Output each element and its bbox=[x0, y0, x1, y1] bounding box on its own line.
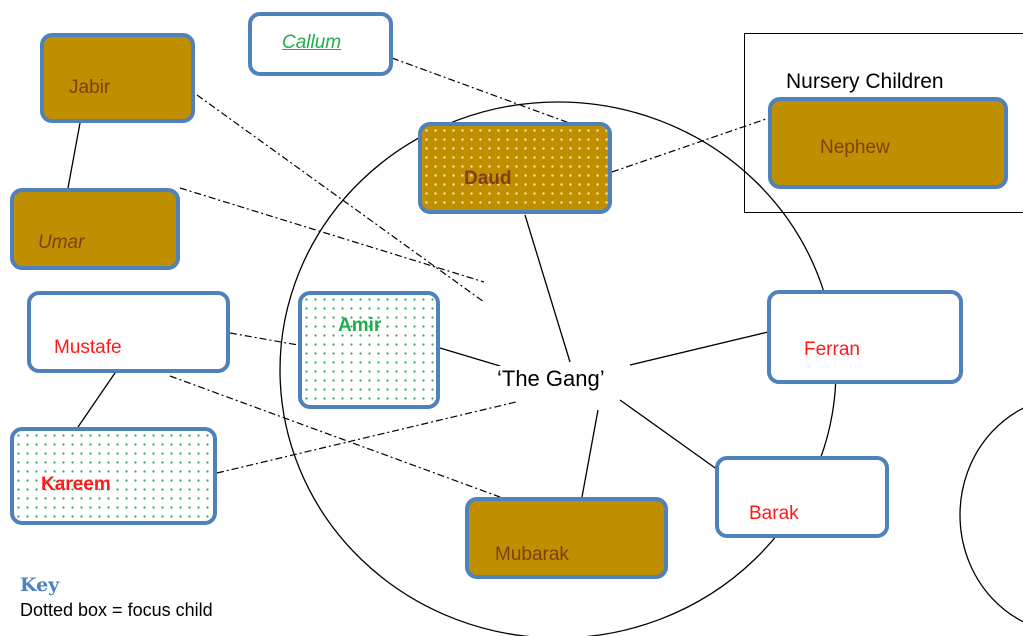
line-barak-gang bbox=[619, 399, 719, 471]
key-text: Dotted box = focus child bbox=[20, 600, 213, 620]
line-jabir-gang bbox=[196, 94, 485, 303]
nursery-children-box bbox=[744, 33, 1023, 213]
line-amir-gang bbox=[439, 347, 501, 367]
node-callum: Callum bbox=[248, 12, 393, 76]
crescent-moon-icon bbox=[124, 56, 160, 96]
node-mubarak: Mubarak bbox=[465, 497, 668, 579]
node-umar: Umar bbox=[10, 188, 180, 270]
crescent-moon-icon bbox=[532, 143, 568, 183]
node-label-ferran: Ferran bbox=[804, 339, 860, 360]
crescent-moon-icon bbox=[812, 471, 848, 511]
line-mubarak-gang bbox=[581, 409, 599, 498]
crescent-moon-icon bbox=[920, 115, 956, 155]
node-barak: Barak bbox=[715, 456, 889, 538]
line-daud-gang bbox=[524, 214, 571, 363]
node-daud: Daud bbox=[418, 122, 612, 214]
node-label-umar: Umar bbox=[38, 232, 85, 253]
line-mustafe-mubarak bbox=[169, 375, 501, 498]
line-ferran-gang bbox=[629, 331, 769, 366]
node-label-mustafe: Mustafe bbox=[54, 337, 122, 358]
node-ferran: Ferran bbox=[767, 290, 963, 384]
node-label-callum: Callum bbox=[282, 32, 342, 53]
node-jabir: Jabir bbox=[40, 33, 195, 123]
node-mustafe: Mustafe bbox=[27, 291, 230, 373]
crescent-moon-icon bbox=[342, 347, 378, 387]
line-callum-daud bbox=[391, 57, 573, 125]
line-mustafe-kareem bbox=[77, 369, 118, 428]
line-umar-gang bbox=[179, 187, 485, 283]
crescent-moon-icon bbox=[108, 206, 144, 246]
node-label-kareem: Kareem bbox=[41, 474, 111, 495]
node-label-mubarak: Mubarak bbox=[495, 544, 569, 565]
line-mustafe-amir bbox=[229, 332, 299, 346]
node-label-barak: Barak bbox=[749, 503, 799, 524]
the-gang-label: ‘The Gang’ bbox=[495, 366, 607, 392]
node-kareem: Kareem bbox=[10, 427, 217, 525]
node-amir: Amir bbox=[298, 291, 440, 409]
node-label-nephew: Nephew bbox=[820, 137, 890, 158]
line-daud-nephew bbox=[611, 116, 773, 173]
crescent-moon-icon bbox=[593, 519, 629, 559]
key-title: Key bbox=[20, 574, 60, 596]
line-jabir-umar bbox=[67, 122, 81, 189]
node-label-daud: Daud bbox=[464, 168, 512, 189]
nursery-title: Nursery Children bbox=[786, 70, 944, 93]
crescent-moon-icon bbox=[877, 317, 913, 357]
node-label-jabir: Jabir bbox=[69, 77, 111, 98]
crescent-moon-icon bbox=[158, 311, 194, 351]
node-label-amir: Amir bbox=[338, 315, 382, 336]
crescent-moon-icon bbox=[138, 444, 174, 484]
line-kareem-gang bbox=[216, 401, 517, 474]
second-circle bbox=[959, 407, 1023, 623]
node-nephew: Nephew bbox=[768, 97, 1008, 189]
